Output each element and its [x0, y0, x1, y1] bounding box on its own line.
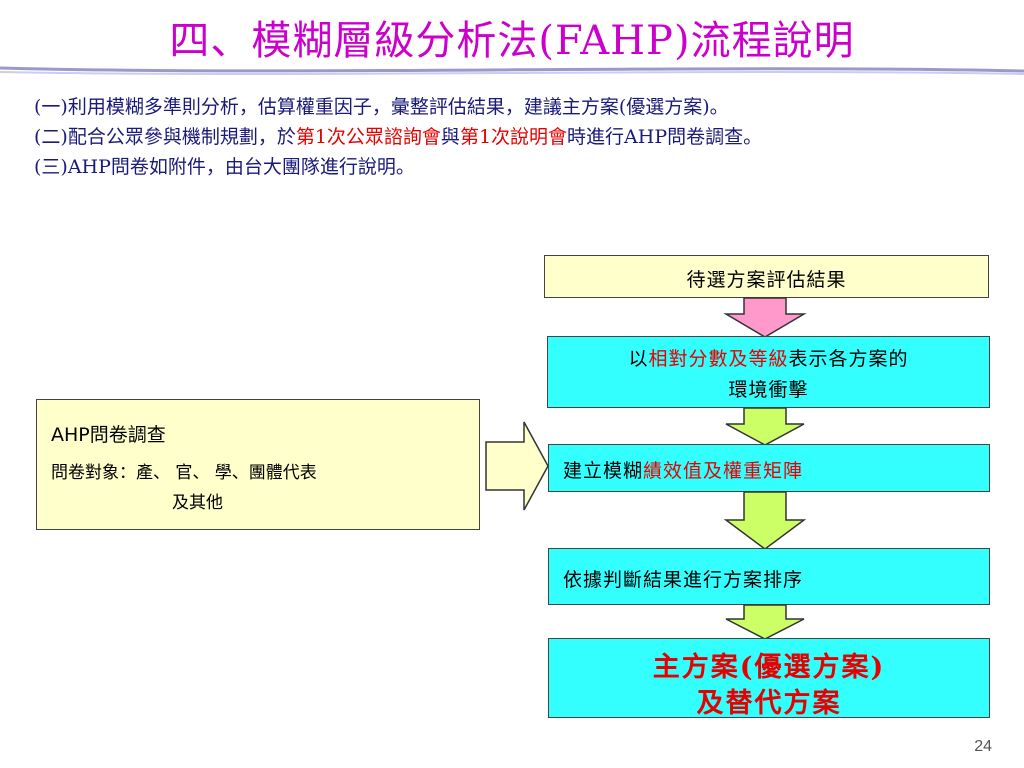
slide-title: 四、模糊層級分析法(FAHP)流程說明: [169, 18, 855, 64]
bullet-item: (三)AHP問卷如附件，由台大團隊進行說明。: [34, 154, 1004, 180]
bullet-highlight: 第1次公眾諮詢會: [295, 126, 441, 148]
flow-step-relative-score: 以相對分數及等級表示各方案的 環境衝擊: [547, 336, 990, 408]
bullet-text: 與: [440, 126, 460, 148]
flow-step-1-label: 待選方案評估結果: [686, 269, 847, 291]
bullet-list: (一)利用模糊多準則分析，估算權重因子，彙整評估結果，建議主方案(優選方案)。 (…: [34, 94, 1004, 184]
flow-step-2-line2: 環境衝擊: [728, 379, 809, 401]
flow-step-5-line2: 及替代方案: [696, 688, 842, 719]
bullet-text: (一)利用模糊多準則分析，估算權重因子，彙整評估結果，建議主方案(優選方案)。: [34, 96, 729, 118]
flow-step-2-highlight: 相對分數及等級: [648, 348, 789, 370]
survey-target-line2: 及其他: [172, 493, 223, 513]
flow-step-evaluation-result: 待選方案評估結果: [544, 255, 989, 298]
flow-step-4-label: 依據判斷結果進行方案排序: [563, 569, 804, 591]
flow-step-3-highlight: 績效值及權重矩陣: [643, 460, 804, 482]
flow-step-3-label: 建立模糊績效值及權重矩陣: [563, 456, 803, 483]
flow-step-fuzzy-matrix: 建立模糊績效值及權重矩陣: [548, 444, 990, 492]
right-arrow-icon: [485, 421, 549, 511]
title-divider: [0, 66, 1024, 75]
down-arrow-icon: [723, 297, 807, 338]
bullet-highlight: 第1次說明會: [459, 126, 568, 148]
down-arrow-icon: [725, 604, 805, 640]
flow-step-main-alternative: 主方案(優選方案) 及替代方案: [548, 638, 990, 719]
flow-step-3-text: 建立模糊: [563, 460, 644, 482]
bullet-text: 時進行AHP問卷調查。: [567, 126, 763, 148]
flow-step-5-line1: 主方案(優選方案): [652, 652, 886, 683]
flow-step-2-line1: 以相對分數及等級表示各方案的: [548, 344, 989, 371]
survey-target-line: 問卷對象：產、 官、 學、團體代表: [51, 463, 317, 483]
flow-step-2-text-b: 表示各方案的: [788, 348, 909, 370]
bullet-item: (一)利用模糊多準則分析，估算權重因子，彙整評估結果，建議主方案(優選方案)。: [34, 94, 1004, 120]
flow-step-ranking: 依據判斷結果進行方案排序: [548, 548, 990, 605]
bullet-text: (三)AHP問卷如附件，由台大團隊進行說明。: [34, 156, 415, 178]
down-arrow-icon: [723, 491, 807, 550]
flow-step-2-text-a: 以: [628, 348, 649, 370]
bullet-text: (二)配合公眾參與機制規劃，於: [34, 126, 296, 148]
down-arrow-icon: [725, 407, 805, 446]
bullet-item: (二)配合公眾參與機制規劃，於第1次公眾諮詢會與第1次說明會時進行AHP問卷調查…: [34, 124, 1004, 150]
ahp-survey-title: AHP問卷調查: [51, 424, 166, 446]
page-number: 24: [974, 738, 992, 755]
ahp-survey-box: AHP問卷調查 問卷對象：產、 官、 學、團體代表 及其他: [36, 399, 480, 530]
